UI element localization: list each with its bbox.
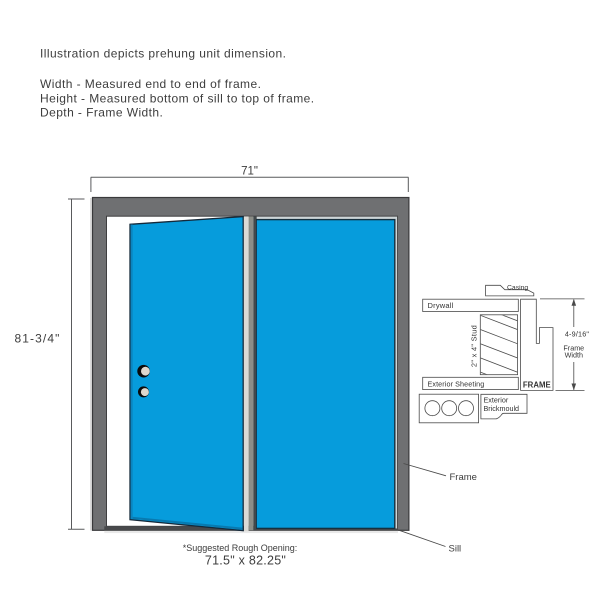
- svg-text:Casing: Casing: [507, 285, 528, 292]
- svg-text:Exterior Sheeting: Exterior Sheeting: [428, 379, 485, 388]
- svg-text:71.5" x 82.25": 71.5" x 82.25": [205, 554, 286, 568]
- svg-text:Sill: Sill: [449, 544, 462, 555]
- svg-text:71": 71": [241, 166, 258, 178]
- svg-text:Illustration depicts prehung u: Illustration depicts prehung unit dimens…: [40, 47, 286, 61]
- svg-text:Frame: Frame: [450, 472, 477, 483]
- svg-text:Brickmould: Brickmould: [484, 404, 520, 413]
- svg-text:Width: Width: [565, 350, 583, 359]
- svg-text:*Suggested Rough Opening:: *Suggested Rough Opening:: [183, 543, 298, 553]
- svg-text:Frame: Frame: [563, 343, 584, 352]
- svg-text:4-9/16": 4-9/16": [565, 330, 590, 339]
- svg-text:Height - Measured bottom of si: Height - Measured bottom of sill to top …: [40, 91, 315, 105]
- svg-text:Drywall: Drywall: [428, 301, 454, 310]
- svg-text:2" x 4" Stud: 2" x 4" Stud: [470, 325, 479, 367]
- svg-text:Depth - Frame Width.: Depth - Frame Width.: [40, 106, 163, 120]
- svg-text:FRAME: FRAME: [523, 380, 551, 389]
- svg-text:Exterior: Exterior: [484, 396, 509, 405]
- svg-text:Width - Measured end to end of: Width - Measured end to end of frame.: [40, 77, 261, 91]
- svg-text:81-3/4": 81-3/4": [15, 332, 61, 346]
